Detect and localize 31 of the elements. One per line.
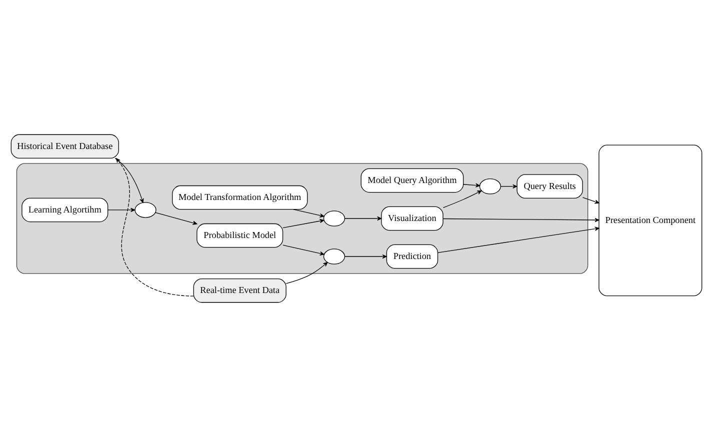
node-circle [134,202,156,218]
node-box: Visualization [381,206,444,231]
node-box: Query Results [516,174,583,199]
arrow [292,209,324,218]
arrow [442,190,482,208]
arrow [282,218,324,228]
arrow [282,244,324,256]
arrow [344,254,387,259]
node-circle [479,178,501,194]
arrow [500,184,518,188]
cluster [16,163,588,274]
node-box: Prediction [386,244,438,269]
arrow [344,216,382,221]
node-circle [323,248,346,264]
node-box: Model Query Algorithm [360,168,464,193]
arrow [108,208,136,212]
node-box: Probabilistic Model [196,223,284,248]
arrow [286,262,328,284]
node-box: Historical Event Database [10,134,119,159]
arrow [442,218,600,222]
arrow [114,158,144,203]
node-box: Presentation Component [598,144,702,296]
arrow [116,158,194,296]
arrow [582,197,600,204]
arrow [437,226,600,254]
node-box: Real-time Event Data [193,278,286,303]
arrow [463,183,480,188]
node-circle [323,210,346,226]
node-box: Learning Algortihm [22,198,108,222]
node-box: Model Transformation Algorithm [172,185,308,210]
arrow [155,212,198,225]
